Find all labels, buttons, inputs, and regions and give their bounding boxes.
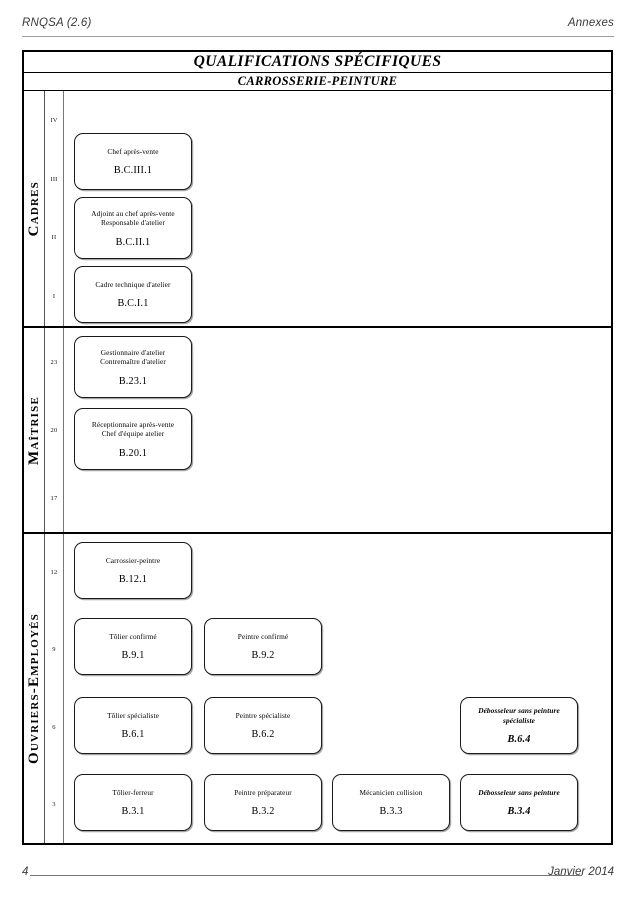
content-column-ouvriers: Carrossier-peintre B.12.1 Tôlier confirm… [64,534,611,843]
qualification-box[interactable]: Chef après-vente B.C.III.1 [74,133,192,190]
document-section-label: Annexes [567,17,614,29]
qualification-box[interactable]: Mécanicien collision B.3.3 [332,774,450,831]
level-cell: 12 [50,569,58,577]
category-column-maitrise: Maîtrise [24,328,45,532]
qualification-code: B.3.3 [379,806,403,818]
level-cell: II [51,234,57,242]
qualification-code: B.6.2 [251,729,275,741]
qualification-code: B.20.1 [118,447,148,459]
qualification-box[interactable]: Peintre préparateur B.3.2 [204,774,322,831]
qualification-box[interactable]: Tôlier confirmé B.9.1 [74,618,192,675]
level-cell: 3 [52,800,56,808]
qualification-code: B.9.2 [251,650,275,662]
category-label: Maîtrise [25,395,42,465]
qualification-box[interactable]: Peintre spécialiste B.6.2 [204,697,322,754]
table-title-row: QUALIFICATIONS SPÉCIFIQUES [24,52,611,73]
qualification-code: B.3.1 [121,806,145,818]
qualification-code: B.6.4 [507,734,531,745]
content-column-cadres: Chef après-vente B.C.III.1 Adjoint au ch… [64,91,611,326]
qualification-title: Tôlier spécialiste [107,710,159,720]
qualification-code: B.12.1 [118,574,148,586]
qualification-title: Tôlier-ferreur [112,787,154,797]
qualification-box[interactable]: Peintre confirmé B.9.2 [204,618,322,675]
level-cell: 6 [52,723,56,731]
qualification-title: Chef après-vente [107,146,159,156]
band-maitrise: Maîtrise 23 20 17 Gestionnaire d'atelier… [24,326,611,532]
page-number: 4 [22,866,29,878]
qualification-title: Tôlier confirmé [109,631,157,641]
qualification-code: B.23.1 [118,375,148,387]
category-column-cadres: Cadres [24,91,45,326]
level-cell: 20 [50,426,58,434]
page-header: RNQSA (2.6) Annexes [22,17,614,39]
qualification-title: Cadre technique d'atelier [95,279,171,289]
level-column-cadres: IV III II I [45,91,64,326]
footer-divider [30,875,582,876]
qualification-title: Mécanicien collision [359,787,423,797]
category-label: Ouvriers-Employés [25,613,42,764]
level-cell: III [50,175,58,183]
qualification-code: B.C.III.1 [113,165,153,177]
qualification-box[interactable]: Carrossier-peintre B.12.1 [74,542,192,599]
table-subtitle: CARROSSERIE-PEINTURE [237,74,398,88]
qualification-code: B.C.II.1 [115,236,151,248]
document-date: Janvier 2014 [548,866,614,878]
qualification-title: Peintre spécialiste [235,710,291,720]
level-cell: I [52,293,56,301]
qualification-code: B.3.2 [251,806,275,818]
band-ouvriers-employes: Ouvriers-Employés 12 9 6 3 Carrossier-pe… [24,532,611,843]
qualification-code: B.C.I.1 [117,298,149,310]
table-subtitle-row: CARROSSERIE-PEINTURE [24,73,611,91]
category-column-ouvriers: Ouvriers-Employés [24,534,45,843]
level-column-maitrise: 23 20 17 [45,328,64,532]
table-title: QUALIFICATIONS SPÉCIFIQUES [193,53,442,70]
qualification-box[interactable]: Débosseleur sans peinture B.3.4 [460,774,578,831]
qualification-box[interactable]: Cadre technique d'atelier B.C.I.1 [74,266,192,323]
qualification-code: B.6.1 [121,729,145,741]
page-footer: 4 Janvier 2014 [22,862,614,882]
level-cell: 23 [50,358,58,366]
qualification-code: B.3.4 [507,806,531,818]
level-cell: 17 [50,494,58,502]
header-divider [22,36,614,37]
qualification-code: B.9.1 [121,650,145,662]
qualifications-table: QUALIFICATIONS SPÉCIFIQUES CARROSSERIE-P… [22,50,613,845]
qualification-title: Débosseleur sans peinture [478,787,560,797]
level-cell: 9 [52,646,56,654]
qualification-box[interactable]: Tôlier spécialiste B.6.1 [74,697,192,754]
document-reference: RNQSA (2.6) [22,17,92,29]
band-cadres: Cadres IV III II I Chef après-vente B.C.… [24,91,611,326]
level-cell: IV [50,116,58,124]
qualification-title: Carrossier-peintre [105,555,161,565]
level-column-ouvriers: 12 9 6 3 [45,534,64,843]
category-label: Cadres [25,180,42,237]
qualification-title: Peintre préparateur [234,787,292,797]
qualification-box[interactable]: Tôlier-ferreur B.3.1 [74,774,192,831]
qualification-title: Peintre confirmé [237,631,289,641]
